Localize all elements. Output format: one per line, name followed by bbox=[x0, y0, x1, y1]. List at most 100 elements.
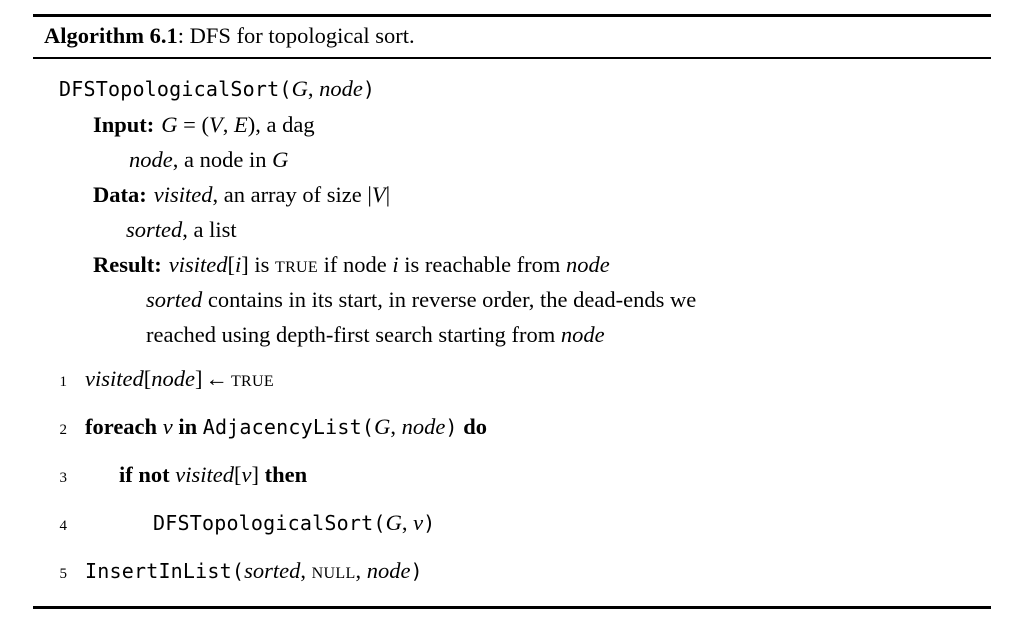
result-index-close: ] bbox=[241, 251, 249, 277]
insert-close-paren: ) bbox=[410, 558, 423, 583]
data-line-1-mid: , an array of size | bbox=[212, 181, 372, 207]
insert-arg-node: node bbox=[366, 557, 411, 583]
recursive-close-paren: ) bbox=[423, 510, 436, 535]
input-line-2-tail: , a node in bbox=[172, 146, 273, 172]
adjacency-arg-graph: G bbox=[374, 413, 391, 439]
line-number-1: 1 bbox=[59, 373, 68, 390]
result-line-3-head: reached using depth-first search startin… bbox=[146, 321, 561, 347]
loop-variable-v: v bbox=[162, 413, 173, 439]
if-keyword: if bbox=[119, 461, 133, 487]
recursive-arg-v: v bbox=[413, 509, 424, 535]
input-equals: = ( bbox=[177, 111, 209, 137]
algorithm-body: DFSTopologicalSort(G, node) Input: G = (… bbox=[33, 59, 991, 606]
data-line-1: visited, an array of size |V| bbox=[154, 177, 390, 212]
adjacency-comma: , bbox=[390, 413, 402, 439]
result-row: Result: visited[i] is true if node i is … bbox=[33, 247, 991, 282]
code-line-1: 1 visited[node]←true bbox=[33, 361, 991, 400]
code-line-1-text: visited[node]←true bbox=[67, 361, 274, 396]
line-number-5: 5 bbox=[59, 565, 68, 582]
line-number-4: 4 bbox=[59, 517, 68, 534]
assign-index-close: ] bbox=[194, 365, 203, 391]
line-number-3: 3 bbox=[59, 469, 68, 486]
signature-close-paren: ) bbox=[362, 76, 376, 101]
input-line-2-graph: G bbox=[272, 146, 289, 172]
result-index-open: [ bbox=[227, 251, 235, 277]
input-graph-symbol: G bbox=[161, 111, 178, 137]
input-line-1-tail: ), a dag bbox=[247, 111, 315, 137]
line-number-2: 2 bbox=[59, 421, 68, 438]
code-line-4: 4 DFSTopologicalSort(G, v) bbox=[33, 505, 991, 544]
result-line-1-mid: if node bbox=[318, 251, 393, 277]
result-keyword: Result: bbox=[93, 251, 162, 277]
code-line-5-text: InsertInList(sorted, null, node) bbox=[67, 553, 423, 589]
result-line-3-node: node bbox=[560, 321, 605, 347]
result-line-2-tail: contains in its start, in reverse order,… bbox=[202, 286, 697, 312]
result-line-2: sorted contains in its start, in reverse… bbox=[33, 282, 991, 317]
insert-arg-sorted: sorted bbox=[244, 557, 301, 583]
signature-open-paren: ( bbox=[279, 76, 292, 101]
insert-null-literal: null bbox=[311, 557, 356, 583]
data-line-1-tail: | bbox=[385, 181, 391, 207]
input-pair-comma: , bbox=[222, 111, 234, 137]
result-true-literal: true bbox=[275, 251, 318, 277]
input-vertices-symbol: V bbox=[208, 111, 223, 137]
condition-visited-variable: visited bbox=[175, 461, 234, 487]
input-keyword: Input: bbox=[93, 111, 155, 137]
insert-comma-1: , bbox=[300, 557, 312, 583]
signature-arg-graph: G bbox=[291, 75, 308, 101]
caption-title: DFS for topological sort. bbox=[189, 23, 415, 48]
code-line-2-text: foreach v in AdjacencyList(G, node) do bbox=[67, 409, 487, 445]
algorithm-figure: Algorithm 6.1: DFS for topological sort.… bbox=[33, 14, 991, 609]
adjacency-open-paren: ( bbox=[361, 414, 375, 439]
result-node-variable: node bbox=[566, 251, 610, 277]
code-line-5: 5 InsertInList(sorted, null, node) bbox=[33, 553, 991, 592]
bottom-rule bbox=[33, 605, 991, 609]
algorithm-label: Algorithm 6.1 bbox=[44, 23, 178, 48]
top-rule bbox=[33, 14, 991, 17]
in-keyword: in bbox=[178, 413, 198, 439]
result-sorted-variable: sorted bbox=[146, 286, 203, 312]
input-line-1: G = (V, E), a dag bbox=[161, 107, 314, 142]
assign-index-node: node bbox=[151, 365, 195, 391]
data-visited-variable: visited bbox=[153, 181, 213, 207]
code-line-4-text: DFSTopologicalSort(G, v) bbox=[67, 505, 435, 541]
input-edges-symbol: E bbox=[233, 111, 248, 137]
assign-true-literal: true bbox=[230, 365, 274, 391]
input-node-variable: node bbox=[129, 146, 173, 172]
code-line-3-text: if not visited[v] then bbox=[67, 457, 307, 492]
then-keyword: then bbox=[264, 461, 308, 487]
not-keyword: not bbox=[138, 461, 170, 487]
result-is-word: is bbox=[248, 251, 276, 277]
signature-arg-node: node bbox=[319, 75, 363, 101]
input-row: Input: G = (V, E), a dag bbox=[33, 107, 991, 142]
input-line-2: node, a node in G bbox=[33, 142, 991, 177]
caption-rule bbox=[33, 56, 991, 59]
data-line-2: sorted, a list bbox=[33, 212, 991, 247]
recursive-call-name: DFSTopologicalSort bbox=[153, 510, 374, 535]
code-line-3: 3 if not visited[v] then bbox=[33, 457, 991, 496]
foreach-keyword: foreach bbox=[85, 413, 158, 439]
adjacency-close-paren: ) bbox=[445, 414, 458, 439]
adjacency-arg-node: node bbox=[401, 413, 446, 439]
data-line-2-tail: , a list bbox=[182, 216, 237, 242]
insert-comma-2: , bbox=[355, 557, 367, 583]
result-line-1-mid-2: is reachable from bbox=[398, 251, 567, 277]
recursive-comma: , bbox=[401, 509, 414, 535]
result-line-1: visited[i] is true if node i is reachabl… bbox=[169, 247, 610, 282]
algorithm-caption: Algorithm 6.1: DFS for topological sort. bbox=[33, 17, 991, 57]
caption-separator: : bbox=[177, 23, 185, 48]
assignment-arrow-icon: ← bbox=[205, 365, 228, 391]
result-index-symbol-2: i bbox=[392, 251, 399, 277]
result-visited-variable: visited bbox=[168, 251, 228, 277]
condition-index-v: v bbox=[241, 461, 252, 487]
signature-comma: , bbox=[307, 75, 320, 101]
condition-index-close: ] bbox=[251, 461, 260, 487]
data-keyword: Data: bbox=[93, 181, 147, 207]
data-sorted-variable: sorted bbox=[126, 216, 183, 242]
do-keyword: do bbox=[463, 413, 487, 439]
result-index-symbol: i bbox=[234, 251, 242, 277]
assign-visited-variable: visited bbox=[85, 365, 144, 391]
insert-open-paren: ( bbox=[231, 558, 245, 583]
adjacency-list-call: AdjacencyList bbox=[202, 414, 362, 439]
condition-index-open: [ bbox=[234, 461, 242, 487]
